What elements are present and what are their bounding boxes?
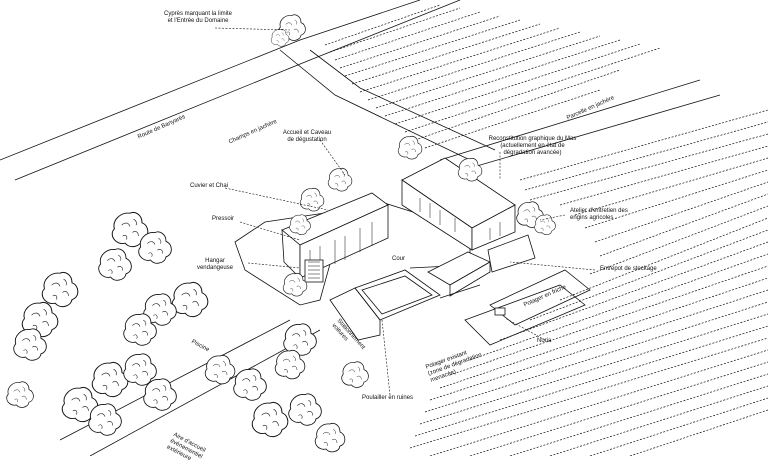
- road-network: [0, 0, 721, 456]
- leader-lines: [214, 27, 596, 396]
- label-cypres: Cyprès marquant la limite et l'Entrée du…: [163, 11, 233, 24]
- label-poulailler: Poulailler en ruines: [362, 395, 414, 401]
- cypress-trees: [270, 14, 306, 47]
- vineyard-top: [324, 4, 661, 149]
- courtyard-structures: [329, 269, 591, 346]
- label-pressoir: Pressoir: [212, 216, 235, 222]
- label-accueil: Accueil et Caveau de dégustation: [282, 130, 332, 143]
- label-hangar: Hangar vendangeuse: [196, 258, 234, 271]
- label-noria: Noria: [537, 338, 552, 344]
- vineyard-right: [409, 109, 768, 456]
- label-entrepot: Entrepot de stockage: [600, 266, 657, 272]
- label-cour: Cour: [392, 256, 406, 262]
- facade-details: [304, 198, 501, 283]
- label-cuvier: Cuvier et Chai: [190, 183, 229, 189]
- label-atelier: Atelier d'entretien des engins agricoles: [570, 208, 628, 221]
- site-plan-drawing: [0, 0, 768, 456]
- label-reconstitution: Reconstitution graphique du Mas (actuell…: [488, 136, 577, 156]
